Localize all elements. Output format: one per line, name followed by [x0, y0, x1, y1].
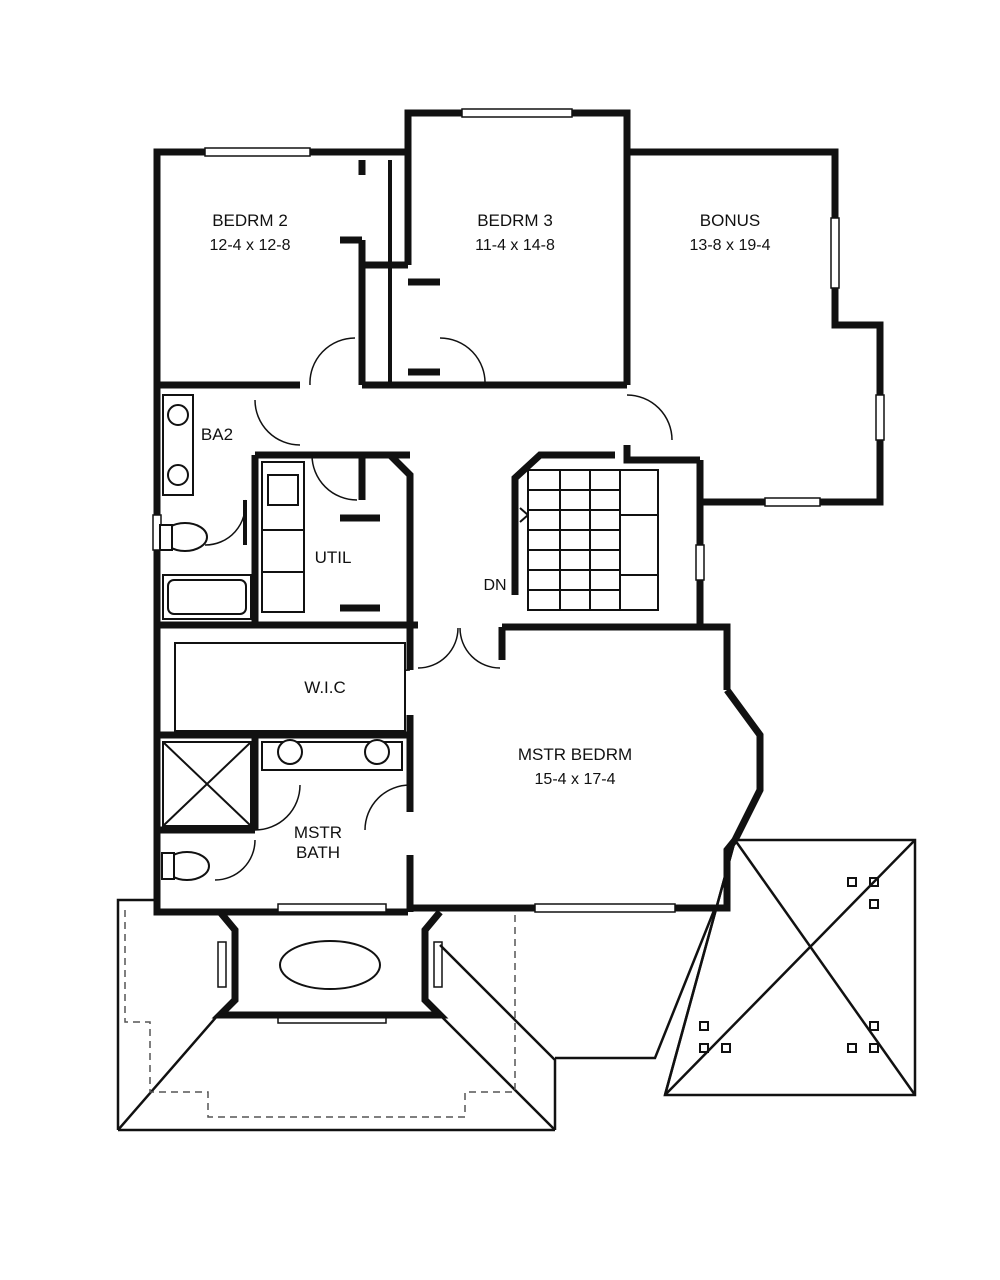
room-name-mstr-bedrm: MSTR BEDRM — [518, 745, 632, 764]
interior-walls — [157, 152, 700, 912]
room-dims-mstr-bedrm: 15-4 x 17-4 — [535, 771, 616, 788]
room-name-bedrm3: BEDRM 3 — [477, 211, 553, 230]
exterior-walls — [153, 109, 884, 916]
staircase — [512, 469, 659, 611]
room-name-ba2: BA2 — [201, 425, 233, 444]
room-name-mstr-bath-line1: MSTR — [294, 823, 342, 842]
fixtures — [159, 394, 406, 990]
room-name-wic: W.I.C — [304, 678, 346, 697]
room-dims-bedrm3: 11-4 x 14-8 — [475, 237, 555, 254]
room-name-bonus: BONUS — [700, 211, 760, 230]
room-dims-bedrm2: 12-4 x 12-8 — [210, 237, 291, 254]
dashed-outline — [124, 910, 516, 1118]
room-dims-bonus: 13-8 x 19-4 — [690, 237, 771, 254]
room-name-util: UTIL — [315, 548, 352, 567]
room-name-bedrm2: BEDRM 2 — [212, 211, 288, 230]
room-name-mstr-bath-line2: BATH — [296, 843, 340, 862]
roof-lines — [116, 838, 917, 1132]
stairs-down-label: DN — [483, 577, 506, 594]
room-labels: BEDRM 2 12-4 x 12-8 BEDRM 3 11-4 x 14-8 … — [201, 211, 771, 862]
windows — [152, 108, 885, 1024]
